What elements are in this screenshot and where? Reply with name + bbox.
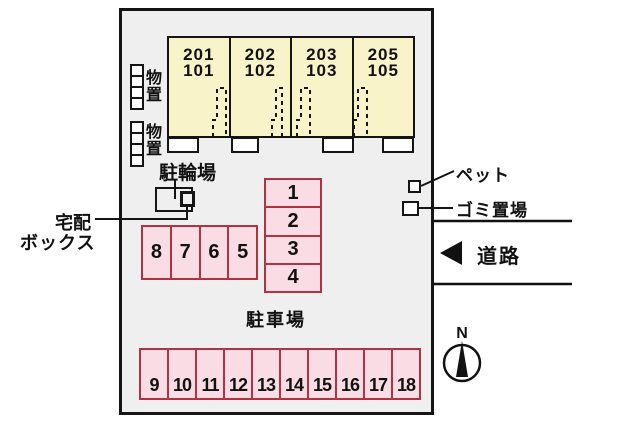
building-unit-203-103: 203 103 [292,38,354,136]
parking-row-9-18: 9 10 11 12 13 14 15 16 17 18 [139,348,421,400]
building-unit-202-102: 202 102 [231,38,292,136]
parking-spot-12: 12 [225,350,253,398]
parking-spot-3: 3 [266,237,320,265]
entrance-porch [167,137,199,153]
parking-spot-11: 11 [197,350,225,398]
parking-column-1-4: 1 2 3 4 [264,178,322,293]
delivery-box-label-line2: ボックス [20,233,96,253]
garbage-area-label: ゴミ置場 [456,201,528,220]
unit-number-upper: 201 [183,45,215,64]
storage-boxes-bottom [130,121,144,167]
unit-number-lower: 105 [367,61,399,80]
unit-number-lower: 101 [183,61,215,80]
parking-spot-6: 6 [201,227,230,278]
parking-spot-4: 4 [287,266,299,289]
parking-spot-17: 17 [365,350,393,398]
entrance-porch [382,137,414,153]
parking-spot-16: 16 [337,350,365,398]
building-unit-205-105: 205 105 [354,38,414,136]
garbage-area-marker [402,201,419,216]
entrance-porch [231,137,259,153]
parking-spot-9: 9 [141,350,169,398]
delivery-box-label-line1: 宅配 [55,213,91,233]
compass-icon [442,341,482,383]
parking-spot-5: 5 [237,241,249,263]
pet-label: ペット [456,166,510,185]
storage-box [130,154,144,167]
unit-number-lower: 102 [244,61,276,80]
parking-spot-15: 15 [309,350,337,398]
storage-label-bottom: 物置 [145,124,162,158]
unit-number-upper: 202 [244,45,276,64]
apartment-building: 201 101 202 102 203 103 205 105 [167,36,415,138]
road-direction-arrow-icon [440,241,462,265]
bicycle-parking-label: 駐輪場 [159,163,217,184]
parking-spot-10: 10 [169,350,197,398]
unit-number-upper: 203 [306,45,338,64]
unit-number-lower: 103 [306,61,338,80]
compass-north-label: N [456,325,468,342]
parking-row-8-5: 8 7 6 5 [141,225,258,280]
parking-spot-2: 2 [266,208,320,237]
entrance-porch [322,137,354,153]
unit-number-upper: 205 [367,45,399,64]
storage-label-top: 物置 [145,70,162,104]
parking-spot-8: 8 [143,227,172,278]
parking-spot-13: 13 [253,350,281,398]
delivery-box [180,191,195,207]
road-label: 道路 [477,246,521,268]
building-unit-201-101: 201 101 [169,38,231,136]
parking-spot-1: 1 [266,180,320,209]
pet-marker [408,180,421,193]
storage-boxes-top [130,64,144,110]
parking-spot-18: 18 [396,375,416,395]
storage-box [130,97,144,110]
parking-spot-7: 7 [172,227,201,278]
parking-lot-label: 駐車場 [246,310,306,330]
parking-spot-14: 14 [281,350,309,398]
